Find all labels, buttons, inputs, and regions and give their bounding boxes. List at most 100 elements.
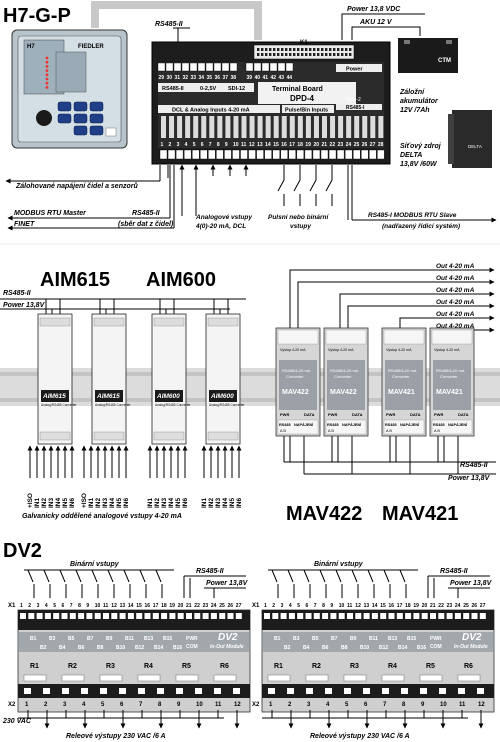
terminal-number: 16 xyxy=(281,142,287,148)
x1-terminal xyxy=(297,613,304,619)
terminal-screw xyxy=(288,149,296,160)
terminal-screw xyxy=(165,62,174,72)
x2-label: X2 xyxy=(8,702,16,708)
panel-key xyxy=(57,101,72,112)
mav-napajeni: NAPÁJENÍ xyxy=(294,422,314,427)
x1-number: 4 xyxy=(45,603,48,609)
x1-number: 16 xyxy=(389,603,395,609)
aim-input-label: IN4 xyxy=(109,498,116,509)
aim-input-label: IN4 xyxy=(222,498,229,509)
bus-label: RS485-II xyxy=(162,86,184,92)
terminal-number: 29 xyxy=(159,75,165,81)
x1-number: 20 xyxy=(422,603,428,609)
aim-input-label: IN5 xyxy=(229,498,236,509)
k1-pin xyxy=(321,53,324,56)
releove-label: Releové výstupy 230 VAC /6 A xyxy=(66,733,166,740)
signal-label-strip xyxy=(273,116,279,138)
x2-number: 12 xyxy=(478,702,485,708)
terminal-number: 1 xyxy=(161,142,164,148)
x2-number: 3 xyxy=(307,702,311,708)
out-label: Out 4-20 mA xyxy=(436,299,475,306)
terminal-number: 40 xyxy=(255,75,261,81)
x1-terminal xyxy=(219,613,226,619)
terminal-screw xyxy=(248,149,256,160)
terminal-number: 39 xyxy=(247,75,253,81)
terminal-screw xyxy=(280,149,288,160)
x1-label: X1 xyxy=(8,603,16,609)
mav-data: DATA xyxy=(410,412,421,417)
k1-pin xyxy=(265,48,268,51)
x2-terminal xyxy=(268,688,275,694)
signal-label-strip xyxy=(193,116,199,138)
x1-number: 24 xyxy=(455,603,461,609)
x1-terminal xyxy=(347,613,353,619)
x2-terminal xyxy=(62,688,69,694)
x1-terminal xyxy=(405,613,412,619)
x2-terminal xyxy=(81,688,88,694)
mav-top-label: Výstup 4-20 mA xyxy=(434,348,460,352)
dv2-module-name: DV2 xyxy=(218,632,238,643)
b-label-top: B15 xyxy=(163,636,172,642)
signal-label-strip xyxy=(201,116,207,138)
x2-number: 2 xyxy=(44,702,48,708)
mav-rs485: RS485 xyxy=(327,423,339,427)
mav-data: DATA xyxy=(458,412,469,417)
relay-window xyxy=(381,674,405,682)
x1-number: 10 xyxy=(95,603,101,609)
k1-pin xyxy=(321,48,324,51)
aim-module-name: AIM600 xyxy=(210,393,234,400)
terminal-screw xyxy=(232,149,240,160)
k1-pin xyxy=(273,48,276,51)
dpd4-label: DPD-4 xyxy=(290,94,315,103)
b-label-top: B15 xyxy=(407,636,416,642)
status-led xyxy=(45,81,49,85)
b-label-top: B7 xyxy=(87,636,94,642)
relay-window xyxy=(175,674,199,682)
x2-terminal xyxy=(157,688,164,694)
zalohovane-label: Zálohované napájení čidel a senzorů xyxy=(15,182,138,190)
b-label-top: B5 xyxy=(312,636,319,642)
x1-terminal xyxy=(111,613,118,619)
out-arrow xyxy=(339,291,495,328)
mav-rs485: RS485 xyxy=(385,423,397,427)
pulse-header: Pulse/Bin Inputs xyxy=(285,108,328,114)
binary-switch xyxy=(139,569,146,583)
x2-terminal xyxy=(458,688,465,694)
top-terminal-row xyxy=(157,62,294,72)
x1-terminal xyxy=(28,613,35,619)
terminal-number: 25 xyxy=(354,142,360,148)
relay-window xyxy=(99,674,123,682)
terminal-number: 30 xyxy=(167,75,173,81)
pulse-in-0: Pulsní nebo binární xyxy=(268,214,330,221)
terminal-screw xyxy=(197,62,206,72)
mav-top-label: Výstup 4-20 mA xyxy=(386,348,412,352)
x1-terminal xyxy=(330,613,337,619)
binary-switch xyxy=(351,569,358,583)
rs485-ii-top: RS485-II xyxy=(155,21,184,28)
dv2-module-sub: In-Out Module xyxy=(454,644,488,650)
relay-label: R4 xyxy=(144,663,153,670)
x1-terminal xyxy=(413,613,420,619)
terminal-number: 32 xyxy=(183,75,189,81)
terminal-number: 31 xyxy=(175,75,181,81)
power-right: Power 13,8V xyxy=(448,475,491,482)
relay-label: R2 xyxy=(68,663,77,670)
mav-name: MAV422 xyxy=(330,389,357,396)
terminal-number: 4 xyxy=(185,142,188,148)
mav-pwr: PWR xyxy=(280,412,289,417)
k1-pin xyxy=(341,53,344,56)
k1-pin xyxy=(265,53,268,56)
k1-pin xyxy=(293,48,296,51)
binary-switch xyxy=(107,569,114,583)
finet-label: FINET xyxy=(14,221,35,228)
mav-pwr: PWR xyxy=(386,412,395,417)
relay-label: R6 xyxy=(464,663,473,670)
binary-switch xyxy=(367,569,374,583)
mav-ab: A B xyxy=(280,429,286,433)
relay-label: R6 xyxy=(220,663,229,670)
mav-sub-1: Converter xyxy=(440,374,458,379)
